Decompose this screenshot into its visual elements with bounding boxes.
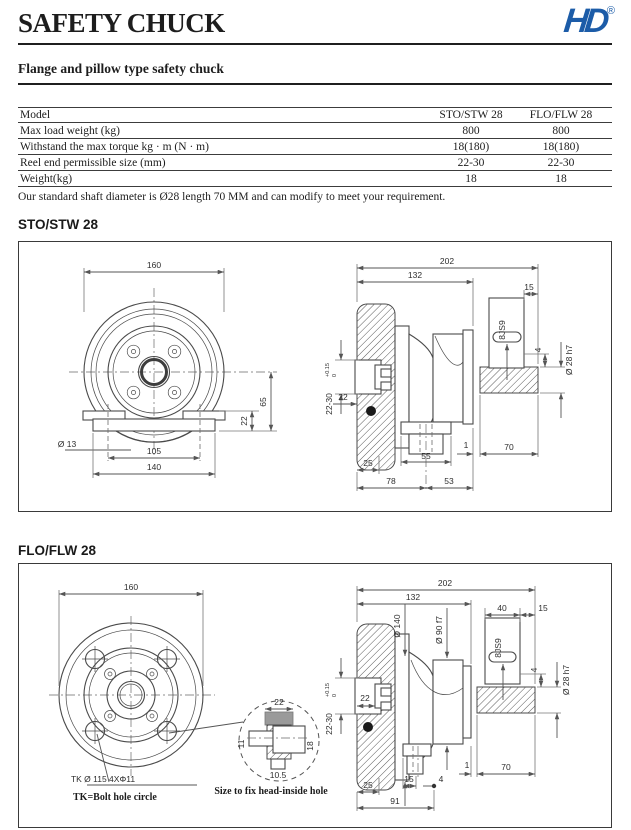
flo-front-dim-width: 160 xyxy=(124,582,138,592)
header-flo: FLO/FLW 28 xyxy=(529,109,593,121)
sto-side-dim-shaftlen: 70 xyxy=(504,442,514,452)
sto-side-dim-left: 78 xyxy=(386,476,396,486)
flo-drawing-box: 160 TK Ø 115 4XΦ11 TK=Bolt hole circle 2… xyxy=(18,563,612,828)
sto-front-view: 160 65 22 Ø 13 105 140 xyxy=(58,260,277,478)
shaft-note: Our standard shaft diameter is Ø28 lengt… xyxy=(18,191,446,203)
reel-range: 22-30 xyxy=(324,713,334,735)
header-model: Model xyxy=(20,109,51,121)
row-value: 18(180) xyxy=(542,140,580,153)
flo-side-reel-dim: 22-30 +0.15 0 xyxy=(324,683,338,735)
sto-side-dim-boss: 55 xyxy=(421,451,431,461)
page-title: SAFETY CHUCK xyxy=(18,8,225,38)
flo-side-dim-gap: 1 xyxy=(465,760,470,770)
flo-side-dim-span: 91 xyxy=(390,796,400,806)
row-value: 18(180) xyxy=(452,140,490,153)
row-value: 800 xyxy=(552,124,570,137)
flo-side-dim-shaftlen: 70 xyxy=(501,762,511,772)
row-label: Reel end permissible size (mm) xyxy=(20,156,166,169)
table-row: Reel end permissible size (mm) 22-30 22-… xyxy=(18,155,612,171)
sto-front-dim-width: 160 xyxy=(147,260,161,270)
sto-front-dim-height: 65 xyxy=(258,397,268,407)
header-rule xyxy=(18,43,612,45)
row-value: 18 xyxy=(465,172,477,185)
sto-drawing-box: 160 65 22 Ø 13 105 140 xyxy=(18,241,612,512)
spec-table: Model STO/STW 28 FLO/FLW 28 Max load wei… xyxy=(18,107,612,187)
sto-side-dim-keylen: 15 xyxy=(524,282,534,292)
section-heading-sto: STO/STW 28 xyxy=(18,217,99,232)
flo-side-dim-foot: 25 xyxy=(363,780,373,790)
table-row: Weight(kg) 18 18 xyxy=(18,171,612,187)
sto-side-reel-dim: 22-30 +0.15 0 xyxy=(324,363,338,415)
flo-front-tk-label: TK Ø 115 4XΦ11 xyxy=(71,774,135,784)
pillow-base xyxy=(82,404,226,461)
sto-front-dim-pitch: 105 xyxy=(147,446,161,456)
sto-front-dim-base: 140 xyxy=(147,462,161,472)
flo-side-dim-pocket: 22 xyxy=(360,693,370,703)
flo-side-dim-overall: 202 xyxy=(438,578,452,588)
sto-side-dim-foot: 25 xyxy=(363,458,373,468)
sto-front-dim-hole: Ø 13 xyxy=(58,439,77,449)
row-label: Weight(kg) xyxy=(20,172,73,185)
detail-dim-top: 22 xyxy=(274,697,284,707)
reel-range: 22-30 xyxy=(324,393,334,415)
flo-side-dim-bosss: 4 xyxy=(439,774,444,784)
sto-front-dim-step: 22 xyxy=(239,416,249,426)
table-row: Max load weight (kg) 800 800 xyxy=(18,123,612,139)
row-label: Max load weight (kg) xyxy=(20,124,120,137)
flo-side-view: 202 132 40 15 8JS9 Ø 140 Ø 90 f7 xyxy=(324,578,571,811)
sto-side-dim-right: 53 xyxy=(444,476,454,486)
bolt-holes xyxy=(126,344,182,400)
small-holes xyxy=(104,668,158,722)
sto-side-dim-pocket: 22 xyxy=(338,392,348,402)
row-value: 800 xyxy=(462,124,480,137)
flo-side-shaft-dia: Ø 28 h7 xyxy=(561,665,571,696)
flo-side-key-depth: 4 xyxy=(529,667,539,672)
reel-tol-plus: +0.15 xyxy=(325,363,331,377)
detail-caption: Size to fix head-inside hole xyxy=(214,786,328,797)
sto-side-view: 202 132 15 8JS9 22-30 +0.15 0 22 xyxy=(324,256,574,492)
sto-side-dim-body: 132 xyxy=(408,270,422,280)
flo-side-flange-dia: Ø 140 xyxy=(392,614,402,637)
row-value: 22-30 xyxy=(457,156,485,169)
flo-front-tk-note: TK=Bolt hole circle xyxy=(73,792,157,803)
table-header-row: Model STO/STW 28 FLO/FLW 28 xyxy=(18,107,612,123)
flo-front-view: 160 TK Ø 115 4XΦ11 TK=Bolt hole circle xyxy=(49,582,244,803)
reel-tol-minus: 0 xyxy=(332,374,338,377)
dim-junction-dot xyxy=(431,783,437,789)
flo-side-dim-keylen: 15 xyxy=(538,603,548,613)
flo-side-pilot-dia: Ø 90 f7 xyxy=(434,616,444,644)
detail-dim-bottom: 10.5 xyxy=(270,770,287,780)
sto-drawing: 160 65 22 Ø 13 105 140 xyxy=(58,256,574,492)
reel-tol-plus: +0.15 xyxy=(325,683,331,697)
subtitle-rule xyxy=(18,83,612,85)
table-row: Withstand the max torque kg · m (N · m) … xyxy=(18,139,612,155)
header-sto: STO/STW 28 xyxy=(439,109,503,121)
sto-side-dim-overall: 202 xyxy=(440,256,454,266)
detent-ball xyxy=(363,722,373,732)
detail-dim-left: 11 xyxy=(236,739,246,748)
section-subtitle: Flange and pillow type safety chuck xyxy=(18,61,224,76)
sto-side-dim-gap: 1 xyxy=(464,440,469,450)
flo-drawing: 160 TK Ø 115 4XΦ11 TK=Bolt hole circle 2… xyxy=(49,578,571,811)
sto-side-key-depth: 4 xyxy=(533,347,543,352)
flange-bolt-holes xyxy=(82,646,180,744)
flo-side-dim-bossw: 15 xyxy=(404,774,414,784)
sto-side-keyway-label: 8JS9 xyxy=(497,320,507,340)
row-value: 22-30 xyxy=(547,156,575,169)
flo-side-dim-keyzone: 40 xyxy=(497,603,507,613)
detail-dim-right: 18 xyxy=(305,741,315,751)
hd-logo: HD® xyxy=(561,2,615,41)
hd-logo-text: HD xyxy=(561,2,607,40)
row-value: 18 xyxy=(555,172,567,185)
head-hole-detail: 22 11 18 10.5 Size to fix head-inside ho… xyxy=(214,697,328,797)
row-label: Withstand the max torque kg · m (N · m) xyxy=(20,140,209,153)
registered-mark-icon: ® xyxy=(606,5,615,17)
section-heading-flo: FLO/FLW 28 xyxy=(18,543,97,558)
flo-side-keyway-label: 8JS9 xyxy=(493,638,503,658)
reel-tol-minus: 0 xyxy=(332,694,338,697)
detent-ball xyxy=(366,406,376,416)
sto-side-shaft-dia: Ø 28 h7 xyxy=(564,345,574,376)
flo-side-dim-body: 132 xyxy=(406,592,420,602)
